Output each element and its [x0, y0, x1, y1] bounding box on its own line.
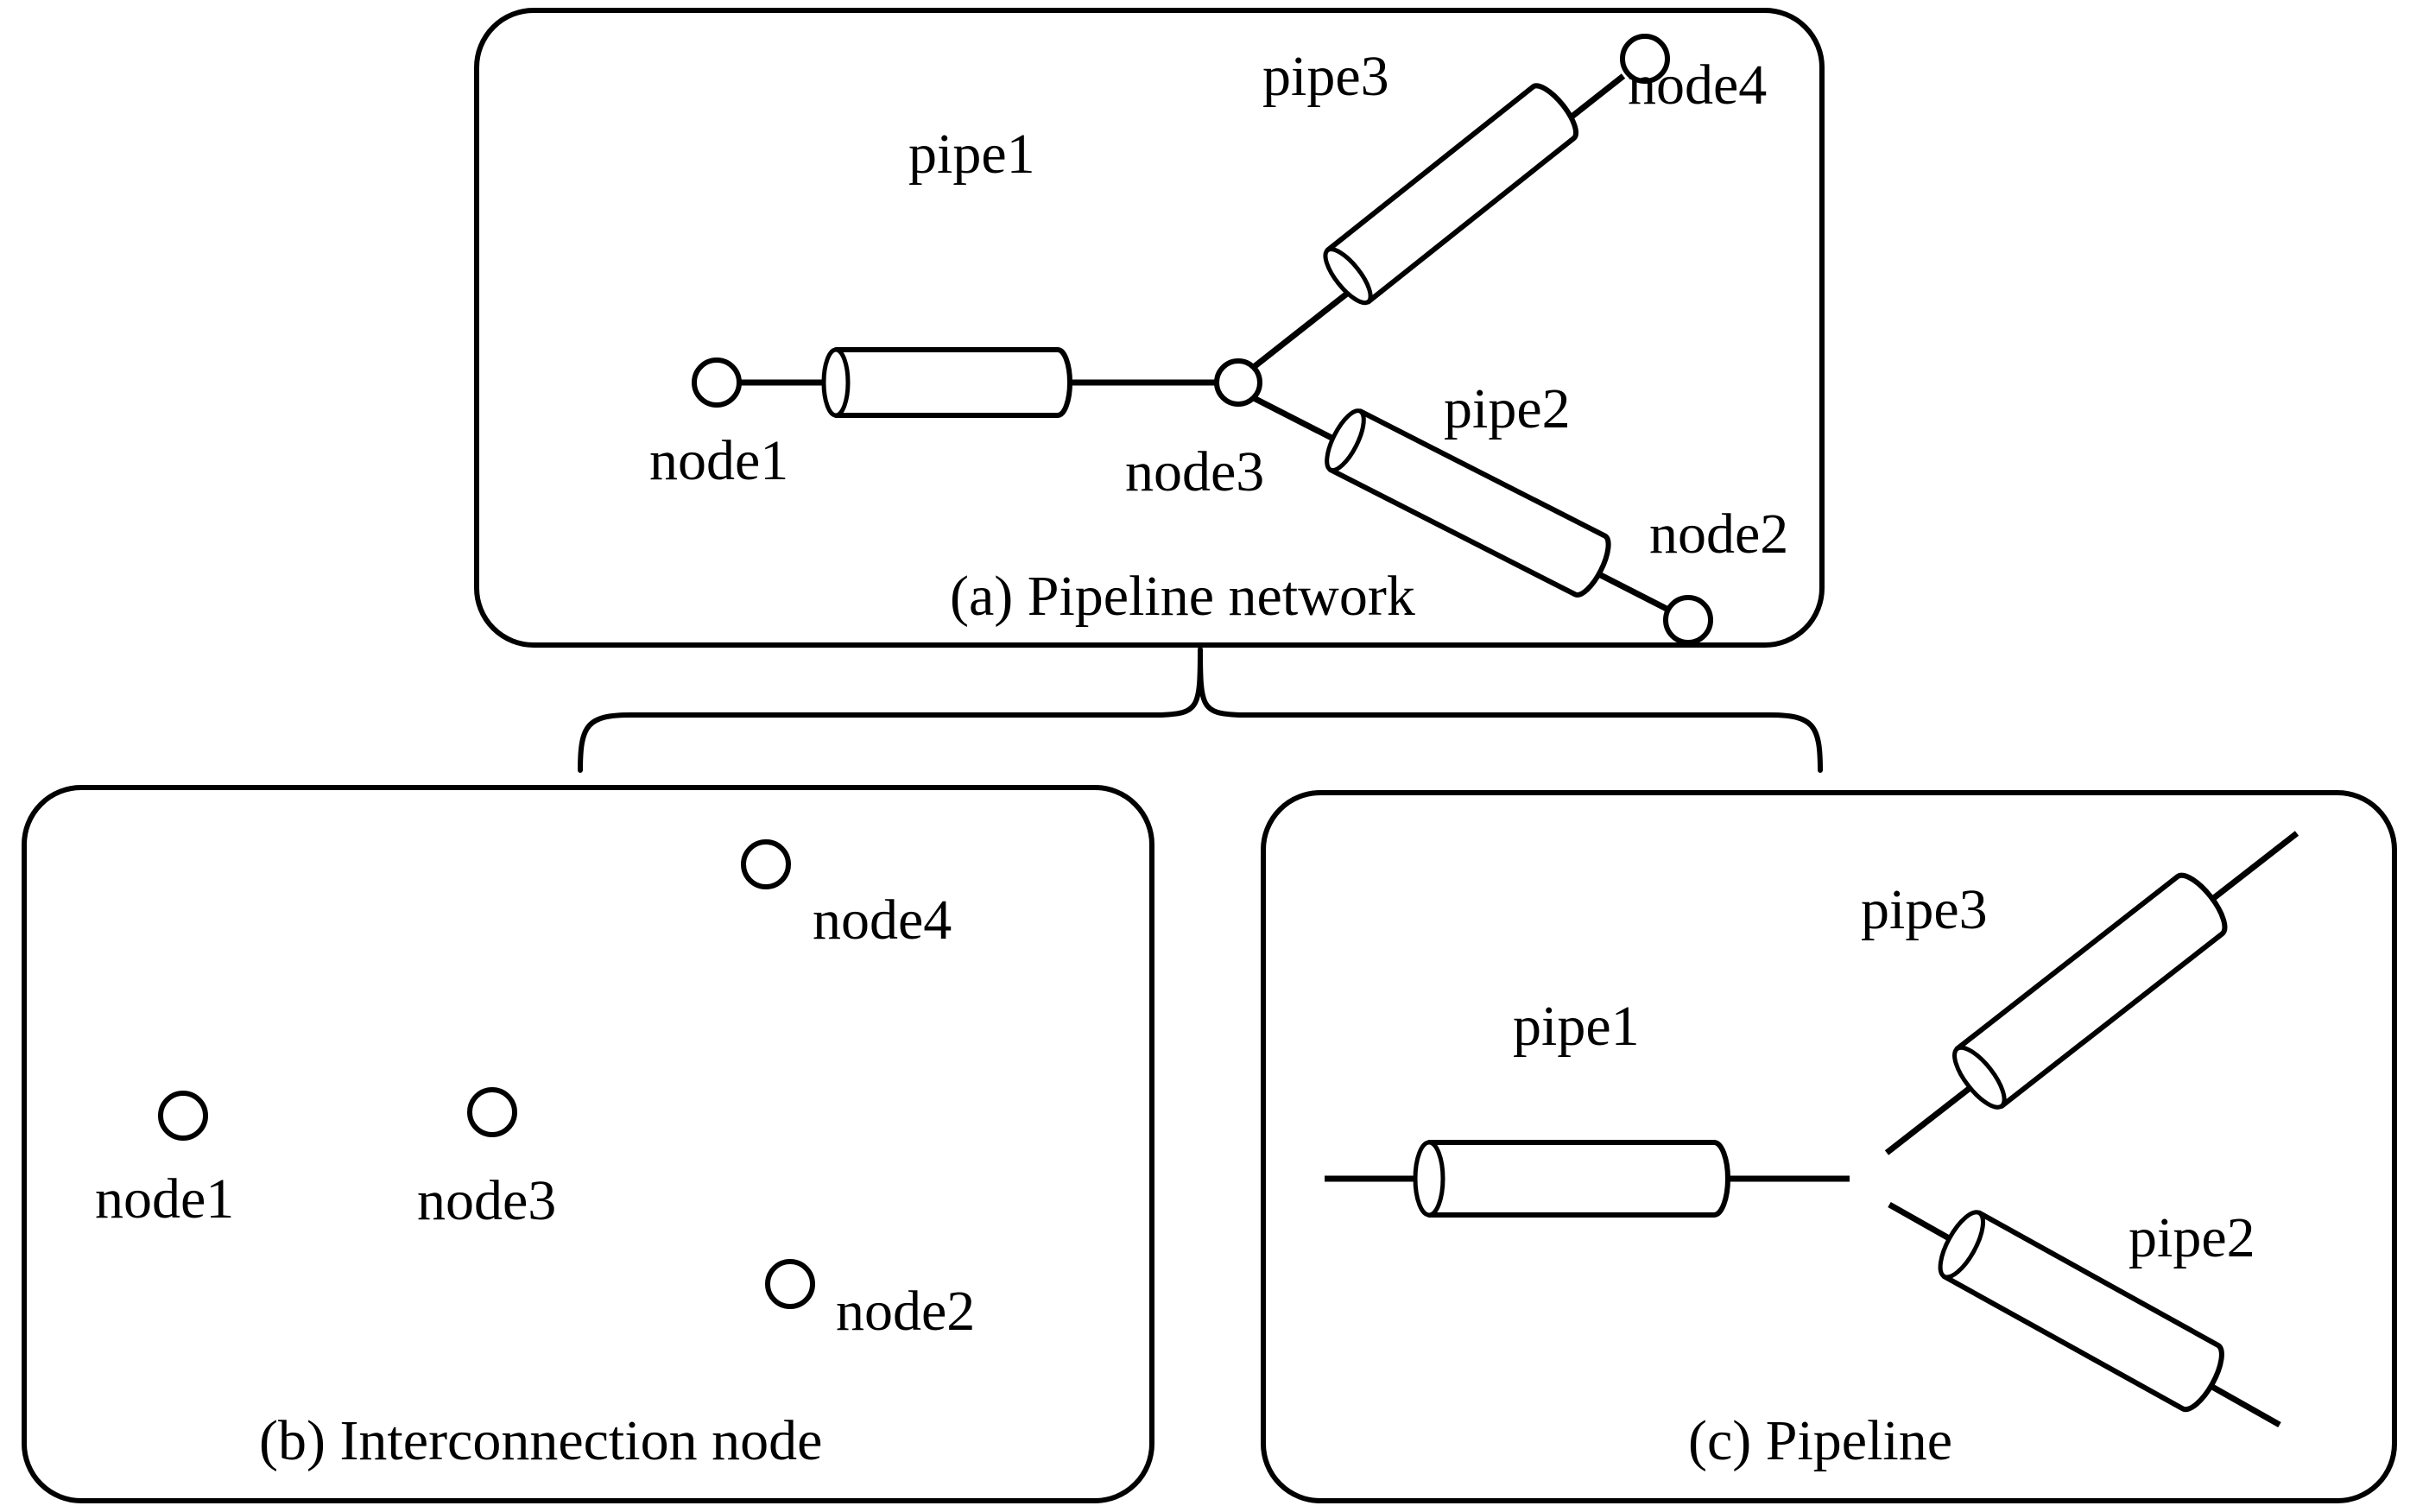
- brace-connector: [578, 647, 1823, 773]
- panel-a-node4-circle[interactable]: [1620, 34, 1670, 84]
- panel-c-pipe2-cap: [1938, 1210, 1986, 1280]
- panel-a-pipe1-label: pipe1: [908, 123, 1035, 186]
- panel-b-node2-label: node2: [836, 1280, 975, 1343]
- panel-a-border: [474, 8, 1825, 648]
- panel-a-pipe1-cap: [821, 347, 851, 418]
- panel-c-pipe2-body: [1941, 1210, 2224, 1413]
- panel-c-pipe3-body: [1954, 872, 2228, 1109]
- panel-a-node2-circle[interactable]: [1663, 595, 1713, 645]
- panel-a-pipe3-label: pipe3: [1262, 45, 1389, 108]
- panel-b-node4-circle[interactable]: [741, 839, 791, 889]
- panel-a-pipe2-body: [1327, 408, 1611, 598]
- panel-b-node4-label: node4: [813, 889, 952, 952]
- panel-c-pipe1-shape: [1413, 1140, 1730, 1218]
- panel-c-pipe2-label: pipe2: [2129, 1206, 2255, 1269]
- panel-c-pipe2-shape: [1938, 1210, 2224, 1413]
- panel-b-node3-circle[interactable]: [467, 1087, 517, 1137]
- panel-b-node3-label: node3: [417, 1169, 556, 1232]
- panel-c-pipe1-label: pipe1: [1513, 995, 1640, 1058]
- panel-c-border: [1261, 790, 2397, 1503]
- panel-a-pipe2-cap: [1325, 408, 1366, 473]
- panel-b-interconnection-node: node4 node1 node3 node2 (b) Interconnect…: [22, 785, 1154, 1503]
- panel-a-node1-label: node1: [649, 429, 788, 492]
- panel-a-pipe3-body: [1325, 83, 1579, 305]
- panel-c-pipe3-shape: [1952, 872, 2228, 1110]
- panel-c-pipe3-label: pipe3: [1861, 878, 1988, 941]
- panel-c-caption: (c) Pipeline: [1688, 1409, 1952, 1472]
- panel-a-pipe2-label: pipe2: [1444, 377, 1571, 440]
- panel-a-pipe3-shape: [1323, 83, 1579, 306]
- panel-b-caption: (b) Interconnection node: [259, 1409, 822, 1472]
- panel-a-pipe3-cap: [1323, 247, 1373, 306]
- panel-b-node2-circle[interactable]: [765, 1259, 815, 1309]
- panel-a-pipe1-body: [833, 347, 1072, 418]
- panel-c-pipe1-body: [1426, 1140, 1730, 1218]
- panel-a-node2-label: node2: [1649, 503, 1788, 566]
- panel-a-node1-circle[interactable]: [692, 357, 742, 408]
- brace-path: [578, 647, 1823, 773]
- panel-a-node3-label: node3: [1125, 440, 1264, 503]
- panel-a-pipeline-network: node1 node3 pipe3 node4 pipe1: [474, 8, 1825, 648]
- panel-b-border: [22, 785, 1154, 1503]
- panel-c-pipe3-cap: [1952, 1045, 2007, 1110]
- panel-a-node4-label: node4: [1628, 54, 1767, 117]
- panel-b-node1-label: node1: [95, 1167, 234, 1230]
- panel-a-node3-circle[interactable]: [1214, 358, 1262, 407]
- panel-a-pipe1-shape: [821, 347, 1072, 418]
- panel-a-caption: (a) Pipeline network: [950, 565, 1415, 628]
- panel-c-pipe1-cap: [1413, 1140, 1445, 1218]
- panel-a-pipe2-shape: [1325, 408, 1611, 598]
- panel-b-node1-circle[interactable]: [158, 1091, 208, 1141]
- panel-c-pipeline: pipe1 pipe3 pipe2 (c) Pipeline: [1261, 790, 2397, 1503]
